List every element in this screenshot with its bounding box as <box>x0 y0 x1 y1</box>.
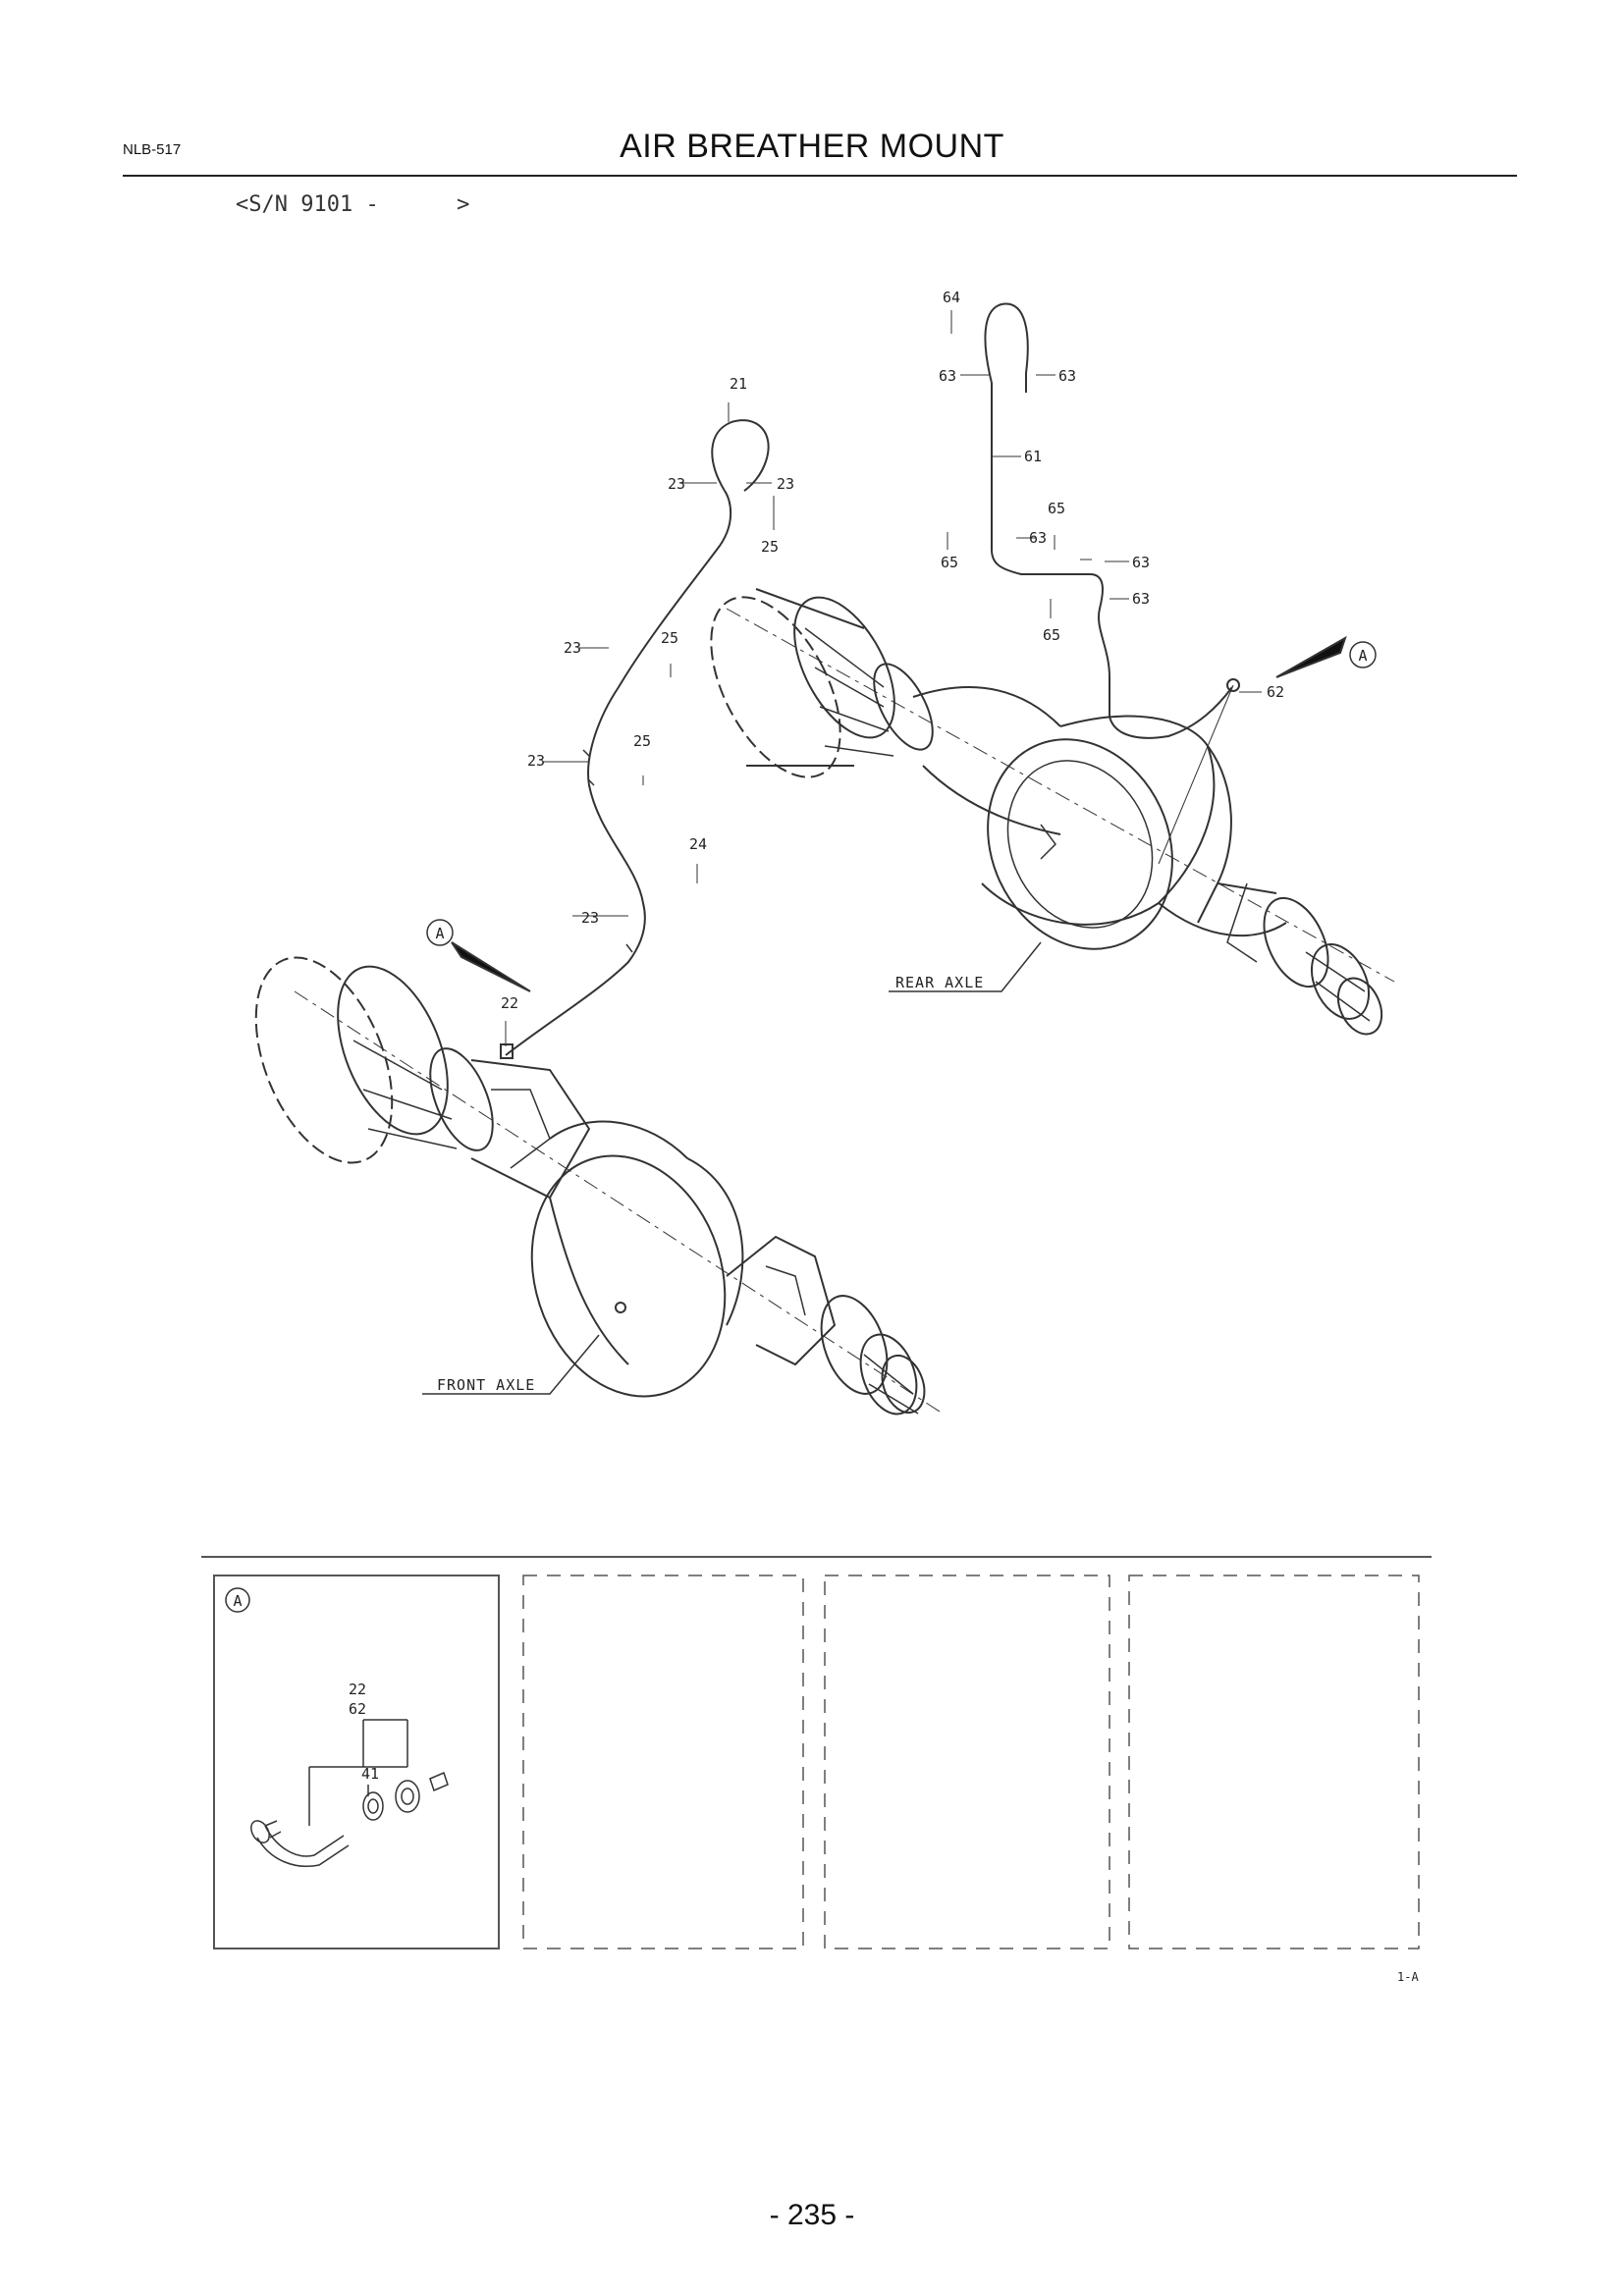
page-number: - 235 - <box>769 2199 855 2231</box>
front-axle-leader <box>422 1334 600 1395</box>
callout-63: 63 <box>1132 590 1150 608</box>
rear-leader-lines <box>947 310 1262 693</box>
callout-24: 24 <box>689 835 707 853</box>
callout-65: 65 <box>1043 626 1060 644</box>
figure-reference: 1-A <box>1397 1970 1419 1984</box>
callout-61: 61 <box>1024 448 1042 465</box>
view-marker-front: A <box>426 919 454 946</box>
serial-range: <S/N 9101 - > <box>236 192 470 217</box>
detail-label-41: 41 <box>361 1765 379 1783</box>
callout-65: 65 <box>941 554 958 571</box>
callout-63: 63 <box>1132 554 1150 571</box>
callout-62: 62 <box>1267 683 1284 701</box>
callout-22: 22 <box>501 994 518 1012</box>
callout-23: 23 <box>777 475 794 493</box>
page-title: AIR BREATHER MOUNT <box>620 128 1004 165</box>
rear-axle-leader <box>889 941 1042 992</box>
detail-panel-a: A 22 62 41 <box>213 1575 500 1949</box>
svg-text:A: A <box>1358 647 1367 665</box>
callout-23: 23 <box>668 475 685 493</box>
front-axle-label: FRONT AXLE <box>437 1376 535 1394</box>
svg-text:A: A <box>233 1592 242 1610</box>
callout-64: 64 <box>943 289 960 306</box>
view-a-arrow-front <box>451 941 531 992</box>
empty-panel-1 <box>522 1575 804 1949</box>
empty-panel-2 <box>824 1575 1110 1949</box>
svg-text:A: A <box>435 925 444 942</box>
title-rule <box>123 175 1517 177</box>
callout-25: 25 <box>661 629 678 647</box>
rear-axle-label: REAR AXLE <box>895 974 984 991</box>
callout-23: 23 <box>581 909 599 927</box>
callout-21: 21 <box>730 375 747 393</box>
view-marker-rear: A <box>1349 641 1377 668</box>
detail-label-62: 62 <box>349 1700 366 1718</box>
callout-25: 25 <box>761 538 779 556</box>
view-a-arrow-rear <box>1275 635 1347 678</box>
callout-23: 23 <box>564 639 581 657</box>
rear-axle-drawing <box>710 588 1395 1036</box>
empty-panel-3 <box>1128 1575 1420 1949</box>
page-code: NLB-517 <box>123 141 182 158</box>
front-leader-lines <box>505 402 775 1046</box>
callout-65: 65 <box>1048 500 1065 517</box>
front-breather-hose <box>500 419 770 1059</box>
callout-63: 63 <box>1058 367 1076 385</box>
callout-63: 63 <box>939 367 956 385</box>
detail-label-22: 22 <box>349 1681 366 1698</box>
callout-63: 63 <box>1029 529 1047 547</box>
front-axle-drawing <box>254 956 944 1415</box>
callout-25: 25 <box>633 732 651 750</box>
rear-breather-hose <box>984 302 1240 865</box>
callout-23: 23 <box>527 752 545 770</box>
